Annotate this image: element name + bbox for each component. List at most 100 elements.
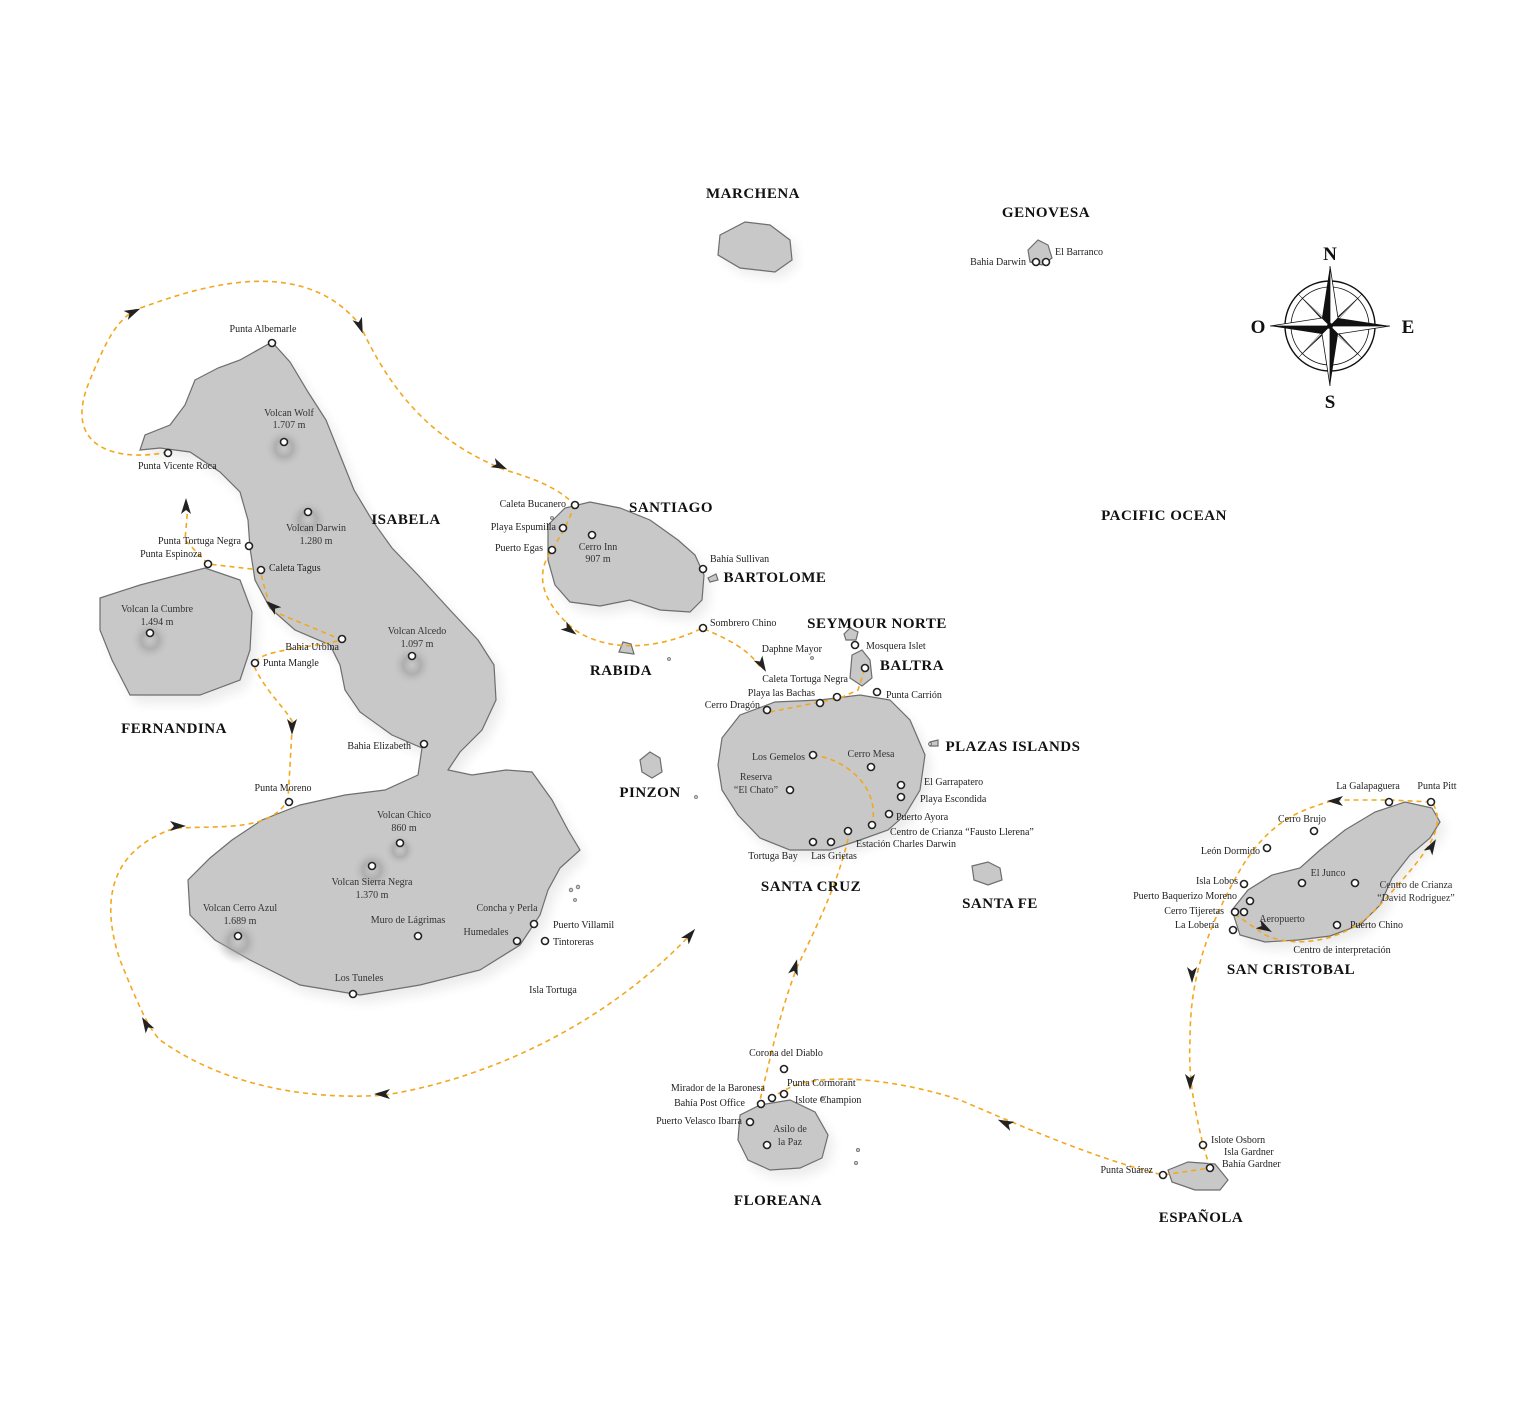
pinzon-island xyxy=(639,751,663,779)
label-cerro-dragon: Cerro Dragón xyxy=(705,700,760,711)
label-puerto-ayora: Puerto Ayora xyxy=(896,812,949,823)
san-cristobal-island xyxy=(1231,801,1446,950)
label-puerto-egas: Puerto Egas xyxy=(495,543,543,554)
label-tintoreras: Tintoreras xyxy=(553,937,594,948)
label-daphne-mayor: Daphne Mayor xyxy=(762,644,823,655)
arrow-9 xyxy=(170,821,186,831)
label-reserva: Reserva xyxy=(740,772,773,783)
island-name-santiago: SANTIAGO xyxy=(629,500,713,516)
label-la-galapaguera: La Galapaguera xyxy=(1336,781,1400,792)
label-punta-moreno: Punta Moreno xyxy=(255,783,312,794)
label-centro-crianza-david: Centro de Crianza xyxy=(1380,880,1453,891)
label-cerro-mesa: Cerro Mesa xyxy=(848,749,895,760)
island-name-seymour-norte: SEYMOUR NORTE xyxy=(807,616,947,632)
label-bahia-gardner: Bahía Gardner xyxy=(1222,1159,1281,1170)
label-centro-crianza-fausto: Centro de Crianza “Fausto Llerena” xyxy=(890,827,1034,838)
arrow-18 xyxy=(1423,839,1436,856)
label-bahia-sullivan: Bahía Sullivan xyxy=(710,554,769,565)
islands-layer xyxy=(99,221,1446,1191)
label-punta-mangle: Punta Mangle xyxy=(263,658,319,669)
place-labels: Bahia Darwin El Barranco Punta Albemarle… xyxy=(121,247,1457,1176)
isabela-island xyxy=(139,341,586,1003)
arrow-13 xyxy=(788,959,798,977)
ocean-name: PACIFIC OCEAN xyxy=(1101,508,1227,524)
label-volcan-chico-h: 860 m xyxy=(391,823,417,834)
santiago-island xyxy=(547,501,710,620)
island-name-fernandina: FERNANDINA xyxy=(121,721,227,737)
label-volcan-cerro-azul-h: 1.689 m xyxy=(224,916,257,927)
route-floreana-espanola xyxy=(769,1078,1211,1176)
label-punta-cormorant: Punta Cormorant xyxy=(787,1078,856,1089)
island-name-santa-cruz: SANTA CRUZ xyxy=(761,879,861,895)
fernandina-island xyxy=(99,567,258,703)
label-volcan-wolf-h: 1.707 m xyxy=(273,420,306,431)
route-santa-cruz-floreana xyxy=(759,829,851,1101)
rabida-island xyxy=(618,641,635,655)
label-caleta-bucanero: Caleta Bucanero xyxy=(500,499,566,510)
arrow-14 xyxy=(997,1119,1015,1131)
label-volcan-wolf: Volcan Wolf xyxy=(264,408,314,419)
island-name-bartolome: BARTOLOME xyxy=(724,570,827,586)
label-volcan-cerro-azul: Volcan Cerro Azul xyxy=(203,903,277,914)
label-caleta-tagus: Caleta Tagus xyxy=(269,563,321,574)
island-name-marchena: MARCHENA xyxy=(706,186,800,202)
label-cerro-inn-h: 907 m xyxy=(585,554,611,565)
label-centro-interpretacion: Centro de interpretación xyxy=(1293,945,1390,956)
compass-rose: N S E O xyxy=(1251,244,1415,413)
island-name-baltra: BALTRA xyxy=(880,658,944,674)
arrow-17 xyxy=(1327,796,1343,806)
label-estacion-charles-darwin: Estación Charles Darwin xyxy=(856,839,956,850)
route-santiago-loop xyxy=(541,504,763,671)
label-puerto-baquerizo-moreno: Puerto Baquerizo Moreno xyxy=(1133,891,1237,902)
label-punta-pitt: Punta Pitt xyxy=(1417,781,1456,792)
label-playa-las-bachas: Playa las Bachas xyxy=(748,688,815,699)
label-puerto-chino: Puerto Chino xyxy=(1350,920,1403,931)
label-playa-escondida: Playa Escondida xyxy=(920,794,987,805)
label-las-grietas: Las Grietas xyxy=(811,851,857,862)
poi-markers xyxy=(145,257,1436,1180)
label-bahia-urbina: Bahia Urbina xyxy=(285,642,339,653)
island-name-espanola: ESPAÑOLA xyxy=(1159,1208,1244,1226)
label-caleta-tortuga-negra: Caleta Tortuga Negra xyxy=(762,674,848,685)
label-el-garrapatero: El Garrapatero xyxy=(924,777,983,788)
label-tortuga-bay: Tortuga Bay xyxy=(748,851,798,862)
label-cerro-tijeretas: Cerro Tijeretas xyxy=(1164,906,1224,917)
label-volcan-la-cumbre: Volcan la Cumbre xyxy=(121,604,194,615)
arrow-15 xyxy=(1185,1074,1195,1090)
label-isla-tortuga: Isla Tortuga xyxy=(529,985,577,996)
bartolome-island xyxy=(707,573,719,583)
route-santa-cruz-highlands xyxy=(812,754,875,826)
label-puerto-velasco-ibarra: Puerto Velasco Ibarra xyxy=(656,1116,742,1127)
arrow-7 xyxy=(265,600,282,615)
label-bahia-elizabeth: Bahia Elizabeth xyxy=(347,741,411,752)
label-volcan-alcedo: Volcan Alcedo xyxy=(388,626,446,637)
island-name-plazas: PLAZAS ISLANDS xyxy=(946,739,1081,755)
label-la-loberia: La Lobería xyxy=(1175,920,1220,931)
label-bahia-post-office: Bahía Post Office xyxy=(674,1098,745,1109)
arrow-10 xyxy=(142,1017,155,1034)
seymour-norte-island xyxy=(843,627,859,641)
label-volcan-alcedo-h: 1.097 m xyxy=(401,639,434,650)
label-mirador-baronesa: Mirador de la Baronesa xyxy=(671,1083,766,1094)
arrow-6 xyxy=(181,498,191,514)
arrow-16 xyxy=(1187,967,1197,983)
label-muro-de-lagrimas: Muro de Lágrimas xyxy=(371,915,446,926)
island-name-rabida: RABIDA xyxy=(590,663,652,679)
route-isabela-north xyxy=(81,280,576,506)
island-name-pinzon: PINZON xyxy=(619,785,680,801)
label-corona-del-diablo: Corona del Diablo xyxy=(749,1048,823,1059)
label-centro-crianza-david-2: “David Rodriguez” xyxy=(1377,893,1454,904)
label-volcan-chico: Volcan Chico xyxy=(377,810,431,821)
label-punta-albemarle: Punta Albemarle xyxy=(230,324,297,335)
route-espanola-sancristobal xyxy=(1188,799,1438,1169)
arrow-1 xyxy=(123,308,141,320)
islets xyxy=(550,516,932,1166)
label-el-barranco: El Barranco xyxy=(1055,247,1103,258)
route-arrows xyxy=(123,308,1436,1131)
island-name-san-cristobal: SAN CRISTOBAL xyxy=(1227,962,1355,978)
arrow-8 xyxy=(287,719,297,735)
label-la-paz: la Paz xyxy=(778,1137,803,1148)
island-name-genovesa: GENOVESA xyxy=(1002,205,1090,221)
arrow-5 xyxy=(753,655,766,672)
compass-north: N xyxy=(1323,244,1337,265)
